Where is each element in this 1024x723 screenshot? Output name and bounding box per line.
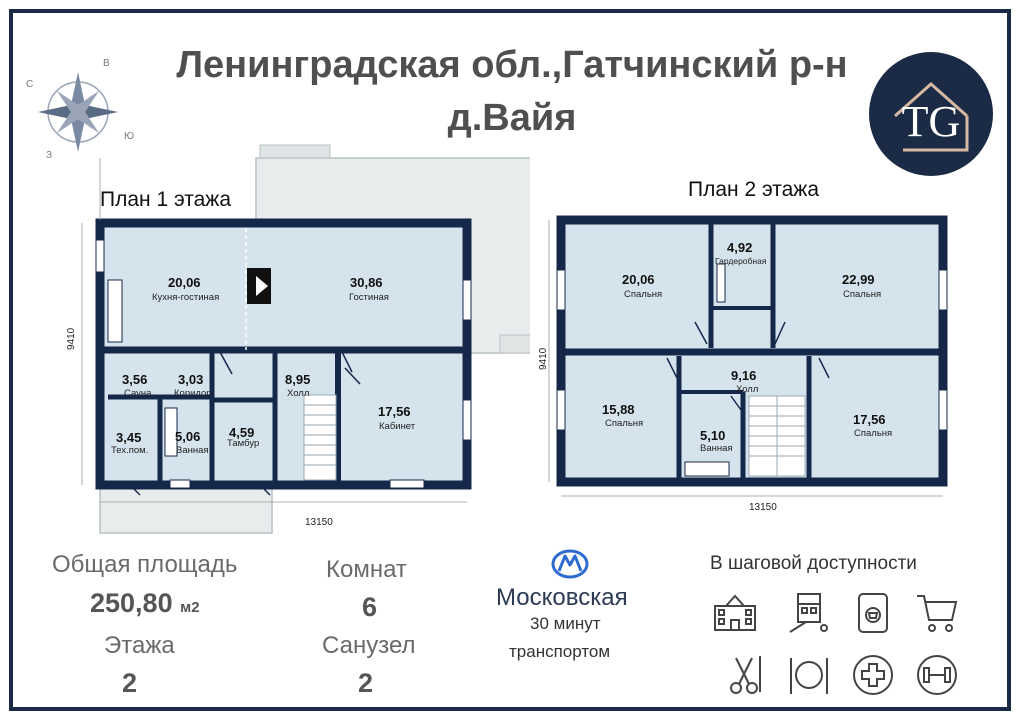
room-area: 3,56 — [122, 372, 148, 387]
floors-value: 2 — [122, 668, 138, 698]
compass-rose-icon — [38, 72, 118, 152]
room-name: Ванная — [700, 443, 733, 454]
room-area: 20,06 — [168, 275, 201, 290]
walking-distance-title: В шаговой доступности — [710, 553, 917, 574]
metro-time: 30 минут — [530, 614, 601, 633]
room-area: 4,59 — [229, 425, 255, 440]
floor-plan-2 — [548, 215, 948, 497]
room-area: 17,56 — [378, 404, 411, 419]
room-name: Ванная — [176, 445, 209, 456]
page-title-line1: Ленинградская обл.,Гатчинский р-н — [176, 44, 848, 86]
compass-north: С — [26, 79, 34, 90]
plan2-height-dimension: 9410 — [538, 347, 549, 370]
plan2-title: План 2 этажа — [688, 178, 820, 201]
room-name: Спальня — [624, 289, 663, 300]
room-area: 8,95 — [285, 372, 311, 387]
cart-icon — [917, 595, 958, 632]
room-name: Спальня — [854, 428, 893, 439]
brand-logo: TG — [869, 52, 993, 176]
rooms-label: Комнат — [326, 556, 407, 583]
restaurant-icon — [790, 658, 828, 694]
room-name: Кухня-гостиная — [152, 292, 220, 303]
room-name: Спальня — [843, 289, 882, 300]
room-name: Коридор — [174, 388, 212, 399]
room-name: Спальня — [605, 418, 644, 429]
plan1-title: План 1 этажа — [100, 188, 232, 211]
total-area-label: Общая площадь — [52, 551, 238, 578]
bathrooms-label: Санузел — [322, 632, 416, 659]
logo-text: TG — [901, 97, 961, 146]
bathrooms-value: 2 — [358, 668, 374, 698]
metro-logo-icon — [551, 549, 589, 579]
metro-mode: транспортом — [509, 642, 611, 661]
floor-plan-1 — [81, 144, 530, 534]
room-area: 4,92 — [727, 240, 753, 255]
plan1-width-dimension: 13150 — [305, 517, 333, 528]
room-name: Холл — [736, 384, 759, 395]
total-area-number: 250,80 — [90, 588, 173, 618]
room-area: 17,56 — [853, 412, 886, 427]
room-name: Кабинет — [379, 421, 416, 432]
metro-station: Московская — [496, 584, 628, 611]
compass-east: В — [103, 58, 110, 69]
room-area: 3,03 — [178, 372, 204, 387]
total-area-value: 250,80 м2 — [90, 588, 200, 619]
floors-label: Этажа — [104, 632, 175, 659]
room-area: 20,06 — [622, 272, 655, 287]
gym-icon — [917, 655, 957, 695]
room-area: 22,99 — [842, 272, 875, 287]
compass-west: З — [46, 150, 53, 161]
room-area: 15,88 — [602, 402, 635, 417]
room-name: Гостиная — [349, 292, 389, 303]
rooms-value: 6 — [362, 592, 378, 622]
playground-icon — [789, 593, 828, 633]
school-icon — [714, 594, 756, 631]
room-name: Холл — [287, 388, 310, 399]
house-roof-icon — [894, 81, 969, 152]
medical-icon — [853, 655, 893, 695]
room-name: Гардеробная — [715, 256, 767, 266]
page-title-line2: д.Вайя — [447, 97, 577, 139]
room-area: 9,16 — [731, 368, 757, 383]
room-area: 5,10 — [700, 428, 726, 443]
room-area: 30,86 — [350, 275, 383, 290]
total-area-unit: м2 — [180, 599, 200, 616]
plan1-height-dimension: 9410 — [66, 327, 77, 350]
plan2-width-dimension: 13150 — [749, 502, 777, 513]
compass-south: Ю — [124, 131, 135, 142]
room-area: 3,45 — [116, 430, 142, 445]
shop-icon — [858, 593, 888, 633]
room-name: Сауна — [124, 388, 152, 399]
barber-icon — [730, 656, 761, 694]
room-name: Тех.пом. — [111, 445, 149, 456]
room-area: 5,06 — [175, 429, 201, 444]
room-name: Тамбур — [227, 438, 260, 449]
